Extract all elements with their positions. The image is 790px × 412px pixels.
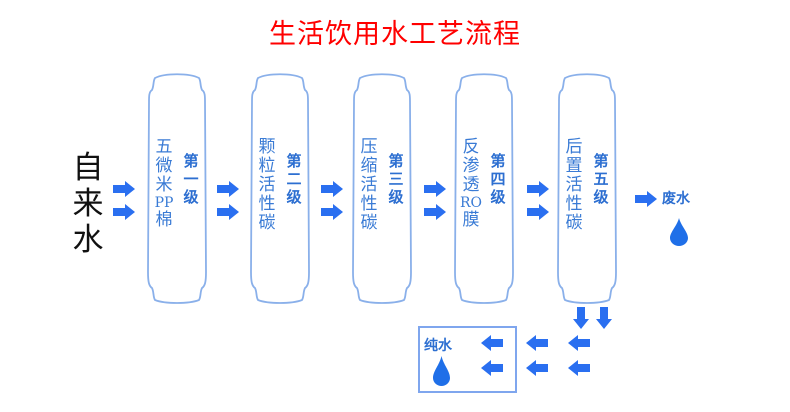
cartridge-stage-char: 级 (286, 188, 302, 206)
cartridge-name-char: 棉 (155, 210, 173, 230)
waste-water-label: 废水 (662, 191, 690, 207)
cartridge-name-char: 性 (360, 194, 378, 214)
cartridge-name: 颗粒活性碳 (256, 138, 278, 233)
source-char: 自 (72, 150, 104, 186)
arrow-right-icon (424, 181, 446, 197)
cartridge-name-char: 膜 (462, 210, 480, 230)
cartridge-outline (352, 73, 412, 304)
cartridge-name-char: 颗 (258, 137, 276, 157)
cartridge-stage-char: 第 (183, 152, 199, 170)
source-label-tap-water: 自 来 水 (68, 150, 108, 258)
arrow-right-icon (217, 181, 239, 197)
cartridge-name-char: 微 (155, 156, 173, 176)
cartridge-name-char: 粒 (258, 156, 276, 176)
cartridge-name-char: 透 (462, 175, 480, 195)
cartridge-name-char: 五 (155, 137, 173, 157)
cartridge-name: 后置活性碳 (563, 138, 585, 233)
arrow-left-icon (568, 335, 590, 351)
cartridge-stage-label: 第二级 (284, 152, 304, 206)
cartridge-stage-char: 二 (286, 170, 302, 188)
cartridge-name-char: PP (154, 195, 174, 211)
arrow-left-icon (481, 335, 503, 351)
cartridge-name-char: 性 (565, 194, 583, 214)
arrow-down-icon (573, 307, 589, 329)
arrow-right-icon (321, 181, 343, 197)
filter-cartridge-stage-2: 颗粒活性碳第二级 (248, 72, 312, 306)
arrow-right-icon (321, 204, 343, 220)
cartridge-name-char: 压 (360, 137, 378, 157)
cartridge-stage-char: 四 (490, 170, 506, 188)
water-drop-icon (433, 356, 450, 386)
cartridge-stage-char: 级 (490, 188, 506, 206)
cartridge-stage-label: 第一级 (181, 152, 201, 206)
cartridge-outline (147, 73, 207, 304)
cartridge-name-char: 碳 (565, 213, 583, 233)
arrow-right-icon (424, 204, 446, 220)
cartridge-name-char: 缩 (360, 156, 378, 176)
arrow-left-icon (568, 360, 590, 376)
cartridge-name-char: 后 (565, 137, 583, 157)
cartridge-stage-char: 三 (388, 170, 404, 188)
pure-water-label: 纯水 (424, 338, 452, 354)
arrow-right-icon (113, 181, 135, 197)
cartridge-name-char: 活 (360, 175, 378, 195)
arrow-left-icon (526, 335, 548, 351)
arrow-left-icon (526, 360, 548, 376)
cartridge-stage-char: 级 (593, 188, 609, 206)
cartridge-stage-label: 第三级 (386, 152, 406, 206)
cartridge-stage-char: 第 (593, 152, 609, 170)
cartridge-outline (250, 73, 310, 304)
cartridge-stage-char: 第 (286, 152, 302, 170)
cartridge-name-char: 碳 (360, 213, 378, 233)
cartridge-outline (557, 73, 617, 304)
arrow-right-icon (113, 204, 135, 220)
cartridge-stage-char: 级 (183, 188, 199, 206)
pure-water-box (418, 326, 517, 393)
cartridge-name-char: 置 (565, 156, 583, 176)
cartridge-stage-char: 第 (490, 152, 506, 170)
source-char: 水 (72, 222, 104, 258)
cartridge-stage-char: 级 (388, 188, 404, 206)
cartridge-stage-char: 第 (388, 152, 404, 170)
arrow-right-icon (217, 204, 239, 220)
arrow-right-icon (527, 204, 549, 220)
arrow-down-icon (596, 307, 612, 329)
cartridge-name-char: 性 (258, 194, 276, 214)
cartridge-name-char: 渗 (462, 156, 480, 176)
diagram-title: 生活饮用水工艺流程 (269, 19, 521, 50)
cartridge-name-char: 碳 (258, 213, 276, 233)
cartridge-stage-char: 一 (183, 170, 199, 188)
filter-cartridge-stage-3: 压缩活性碳第三级 (350, 72, 414, 306)
arrow-right-icon (635, 191, 657, 207)
cartridge-stage-label: 第五级 (591, 152, 611, 206)
cartridge-outline (454, 73, 514, 304)
filter-cartridge-stage-5: 后置活性碳第五级 (555, 72, 619, 306)
cartridge-name-char: RO (460, 195, 483, 211)
water-drop-icon (670, 218, 688, 246)
cartridge-name-char: 米 (155, 175, 173, 195)
cartridge-name: 压缩活性碳 (358, 138, 380, 233)
cartridge-name-char: 反 (462, 137, 480, 157)
arrow-left-icon (481, 360, 503, 376)
cartridge-name-char: 活 (565, 175, 583, 195)
cartridge-name-char: 活 (258, 175, 276, 195)
source-char: 来 (72, 186, 104, 222)
cartridge-stage-label: 第四级 (488, 152, 508, 206)
cartridge-stage-char: 五 (593, 170, 609, 188)
arrow-right-icon (527, 181, 549, 197)
